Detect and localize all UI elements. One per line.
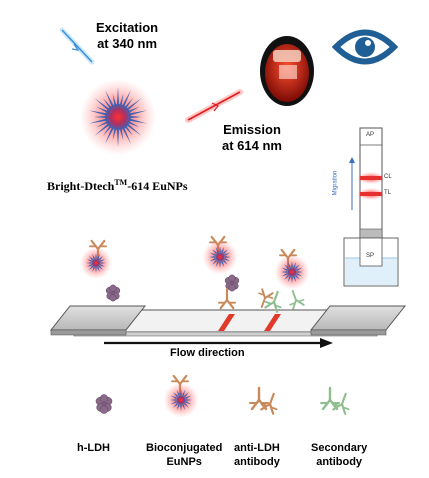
nanoparticle-spike xyxy=(94,115,109,119)
assay-scene xyxy=(80,235,310,313)
nanoparticle-spike xyxy=(94,122,111,136)
nanoparticle-spike xyxy=(119,126,124,141)
legend-anti-ldh-antibody xyxy=(260,392,278,415)
nanoparticle-spike xyxy=(127,118,148,124)
hldh-molecule xyxy=(224,274,240,292)
nanoparticle-spike xyxy=(104,89,115,109)
test-strip-vertical xyxy=(343,127,399,287)
nanoparticle-spike xyxy=(88,118,109,124)
nanoparticle-spike xyxy=(116,87,120,108)
small-nanoparticle xyxy=(80,247,112,279)
capture-antibody xyxy=(217,288,237,310)
nanoparticle-spike xyxy=(104,125,115,145)
secondary-antibody xyxy=(289,290,305,310)
europium-nanoparticle xyxy=(80,79,156,155)
legend-secondary-label: Secondary antibody xyxy=(311,442,368,468)
legend-secondary-antibody xyxy=(320,386,340,411)
strip-label-cl: CL xyxy=(384,174,392,180)
legend-icons xyxy=(95,374,350,418)
nanoparticle-spike xyxy=(121,89,132,109)
hldh-molecule xyxy=(95,394,113,414)
nanoparticle-spike xyxy=(127,110,148,116)
antibody-conjugate xyxy=(258,288,274,308)
legend-hldh-label: h-LDH xyxy=(77,442,110,454)
nanoparticle-spike xyxy=(119,93,124,108)
nanoparticle-spike xyxy=(127,115,142,119)
small-nanoparticle xyxy=(163,382,199,418)
strip-label-sp: SP xyxy=(366,253,375,259)
lateral-flow-strip xyxy=(49,305,407,348)
excitation-label: Excitation at 340 nm xyxy=(96,20,159,51)
flow-direction-label: Flow direction xyxy=(170,347,245,359)
small-nanoparticle xyxy=(274,254,310,290)
legend-antildh-label: anti-LDH antibody xyxy=(234,442,280,468)
nanoparticle-spike xyxy=(121,125,132,145)
emission-label: Emission at 614 nm xyxy=(222,122,282,153)
secondary-antibody xyxy=(264,290,282,313)
small-nanoparticle xyxy=(202,239,238,275)
nanoparticle-spike xyxy=(116,126,120,147)
strip-test-line xyxy=(218,314,235,331)
fluorescent-vial-photo xyxy=(260,36,314,106)
nanoparticle-spike xyxy=(112,126,117,141)
nanoparticle-spike xyxy=(112,93,117,108)
nanoparticle-spike xyxy=(94,98,111,112)
eye-icon xyxy=(331,29,399,65)
nanoparticle-spike xyxy=(125,98,142,112)
hldh-molecule xyxy=(105,284,121,302)
legend-secondary-antibody xyxy=(332,392,350,415)
strip-control-line xyxy=(264,314,281,331)
strip-label-tl: TL xyxy=(384,190,392,196)
nanoparticle-spike xyxy=(88,110,109,116)
product-name: Bright-DtechTM-614 EuNPs xyxy=(47,178,188,193)
nanoparticle-spike xyxy=(125,122,142,136)
migration-label: Migration xyxy=(332,170,339,196)
strip-label-ap: AP xyxy=(366,132,375,138)
legend-eunps-label: Bioconjugated EuNPs xyxy=(146,442,223,468)
emission-ray xyxy=(185,89,243,123)
excitation-ray xyxy=(59,27,95,65)
